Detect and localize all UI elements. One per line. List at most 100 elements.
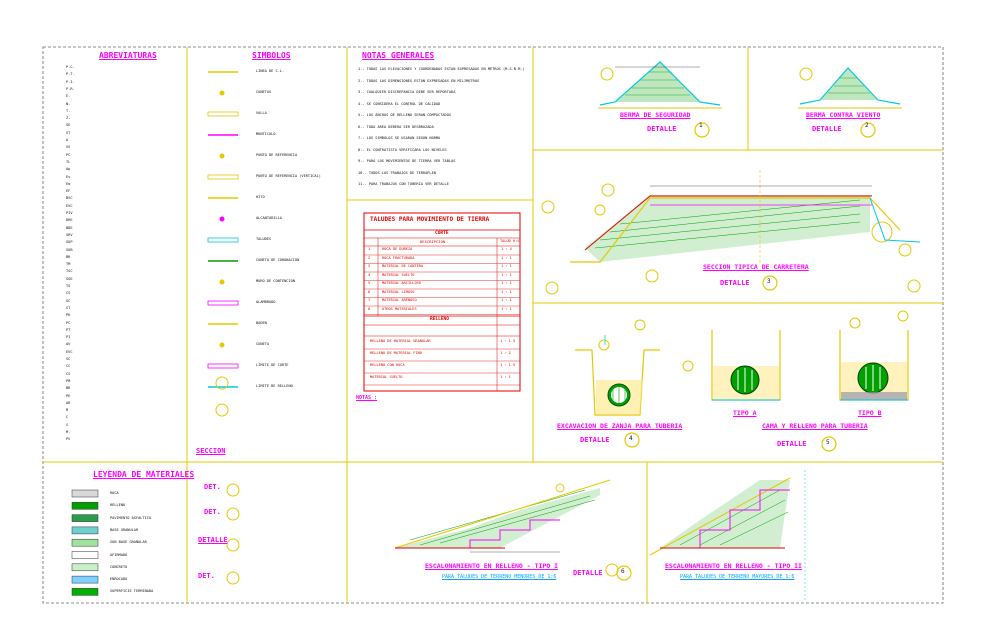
berma-seguridad-drawing xyxy=(598,61,722,109)
seccion-tipica-det: DETALLE xyxy=(720,279,750,287)
talud-fill-cell: 1 : 2 xyxy=(500,351,511,355)
abbreviation-item: SUB xyxy=(66,247,73,252)
abbreviation-item: TS xyxy=(66,284,71,288)
symbol-label: ALCANTARILLA xyxy=(256,216,282,220)
taludes-cut-col-desc: DESCRIPCION xyxy=(420,239,446,244)
note-item: 8.- EL CONTRATISTA VERIFICARA LOS NIVELE… xyxy=(358,147,447,152)
abbreviation-item: SGE xyxy=(66,276,73,281)
talud-cut-cell: MATERIAL ARENOSO xyxy=(382,298,417,302)
abbreviation-item: SC xyxy=(66,357,71,361)
material-swatch xyxy=(71,563,99,572)
talud-cut-cell: 1 : 4 xyxy=(501,247,512,251)
talud-cut-cell: 7 xyxy=(368,298,371,302)
talud-cut-cell: 1 : 1 xyxy=(501,298,512,302)
material-label: AFIRMADO xyxy=(110,552,128,557)
abbreviation-item: ST xyxy=(66,305,71,310)
talud-cut-cell: 5 xyxy=(368,281,371,285)
cama-relleno-drawing xyxy=(682,310,909,401)
note-item: 2.- TODAS LAS DIMENSIONES ESTAN EXPRESAD… xyxy=(358,78,480,83)
abbreviation-item: SRV xyxy=(66,232,73,237)
legend-callout-circle xyxy=(226,538,240,552)
symbol-glyph-band xyxy=(207,237,239,243)
symbols-title: SIMBOLOS xyxy=(252,51,291,60)
abbreviation-item: EF xyxy=(66,189,71,194)
symbol-label: TALUDES xyxy=(256,237,272,241)
abbreviation-item: PK xyxy=(66,313,71,318)
talud-fill-cell: 1 : 1 xyxy=(500,375,511,379)
symbol-label: PUNTO DE REFERENCIA xyxy=(256,153,298,157)
esc-tipo1-det: DETALLE xyxy=(573,569,603,577)
note-item: 4.- SE CONSIDERA EL CONTROL DE CALIDAD xyxy=(358,101,441,106)
abbreviation-item: A xyxy=(66,138,69,142)
abbreviation-item: BVC xyxy=(66,196,73,201)
abbreviation-item: BR xyxy=(66,254,71,259)
excavacion-det: DETALLE xyxy=(580,436,610,444)
detail-callout-circle xyxy=(616,565,632,581)
talud-fill-cell: 1 : 1.5 xyxy=(500,363,516,367)
talud-cut-cell: 1 : 1 xyxy=(501,289,512,294)
abbreviation-item: SUP xyxy=(66,240,73,245)
material-label: SUPERFICIE TERMINADA xyxy=(110,589,154,594)
material-label: PAVIMENTO ASFALTICO xyxy=(110,515,152,520)
berma-seguridad-title: BERMA DE SEGURIDAD xyxy=(620,111,691,119)
symbol-glyph-dot xyxy=(219,90,225,96)
material-swatch xyxy=(71,502,99,510)
symbol-label: BADEN xyxy=(256,321,267,325)
abbreviation-item: BR xyxy=(66,386,71,391)
abbreviation-item: DRE xyxy=(66,218,73,223)
berma-viento-det: DETALLE xyxy=(812,125,842,133)
cama-relleno-det: DETALLE xyxy=(777,440,807,448)
symbol-label: ALAMBRADO xyxy=(256,300,276,304)
abbreviation-item: Em xyxy=(66,181,71,186)
legend-callout-circle xyxy=(226,507,240,521)
berma-seguridad-det: DETALLE xyxy=(647,125,677,133)
esc-tipo1-title: ESCALONAMIENTO EN RELLENO - TIPO I xyxy=(425,562,559,570)
talud-fill-cell: RELLENO CON ROCA xyxy=(370,363,405,367)
symbol-label: CUNETA DE CORONACION xyxy=(256,258,300,262)
symbol-glyph-dot xyxy=(219,153,225,159)
note-item: 3.- CUALQUIER DISCREPANCIA DEBE SER REPO… xyxy=(358,90,456,94)
seccion-tipica-num: 3 xyxy=(767,278,771,285)
legend-callout-circle xyxy=(226,571,240,585)
symbol-label: MONTICULO xyxy=(256,132,276,136)
symbol-glyph-band xyxy=(207,174,239,180)
abbreviation-item: PV xyxy=(66,437,71,442)
abbreviation-item: CS xyxy=(66,371,71,376)
abbreviation-item: SE xyxy=(66,123,71,128)
talud-cut-cell: 1 : 1 xyxy=(501,272,512,277)
abbreviation-item: E. xyxy=(66,94,71,99)
note-item: 6.- TODA AREA DEBERA SER DESBROZADA xyxy=(358,124,434,129)
talud-cut-cell: OTROS MATERIALES xyxy=(382,306,417,311)
taludes-cut-col-talud: TALUD H:V xyxy=(500,239,520,243)
detail-callout-circle xyxy=(860,122,876,138)
abbreviation-item: S xyxy=(66,422,69,427)
berma-viento-title: BERMA CONTRA VIENTO xyxy=(806,111,881,119)
material-swatch xyxy=(71,489,99,498)
abbreviation-item: Ap xyxy=(66,167,71,172)
abbreviation-item: EVC xyxy=(66,203,73,208)
abbreviation-item: P.T. xyxy=(66,72,75,77)
abbreviation-item: PIV xyxy=(66,211,73,215)
cama-relleno-num: 5 xyxy=(826,439,830,446)
talud-cut-cell: MATERIAL SUELTO xyxy=(382,272,415,277)
talud-cut-cell: 8 xyxy=(368,306,371,311)
talud-cut-cell: MATERIAL ARCILLOSO xyxy=(382,281,421,285)
abbreviation-item: PC xyxy=(66,320,71,325)
symbol-label: VALLA xyxy=(256,111,267,115)
symbol-label: PUNTO DE REFERENCIA (VERTICAL) xyxy=(256,174,321,178)
abbreviation-item: Z. xyxy=(66,116,71,121)
abbreviation-item: PC xyxy=(66,152,71,157)
detail-callout-circle xyxy=(762,275,778,291)
abbreviation-item: M xyxy=(66,408,69,413)
tipo-a-label: TIPO A xyxy=(733,409,757,417)
symbol-glyph-band xyxy=(207,300,239,306)
talud-cut-cell: MATERIAL DE CANTERA xyxy=(382,264,424,268)
material-swatch xyxy=(71,526,99,535)
abbreviation-item: BDE xyxy=(66,225,73,230)
detail-callout-circle xyxy=(821,436,837,452)
symbol-label: CUNETAS xyxy=(256,90,272,94)
talud-cut-cell: 1 : 1 xyxy=(501,281,512,285)
seccion-tipica-title: SECCION TIPICA DE CARRETERA xyxy=(703,263,809,271)
note-item: 10.- TODOS LOS TRABAJOS DE TERRAPLEN xyxy=(358,170,436,175)
material-swatch xyxy=(71,551,99,559)
